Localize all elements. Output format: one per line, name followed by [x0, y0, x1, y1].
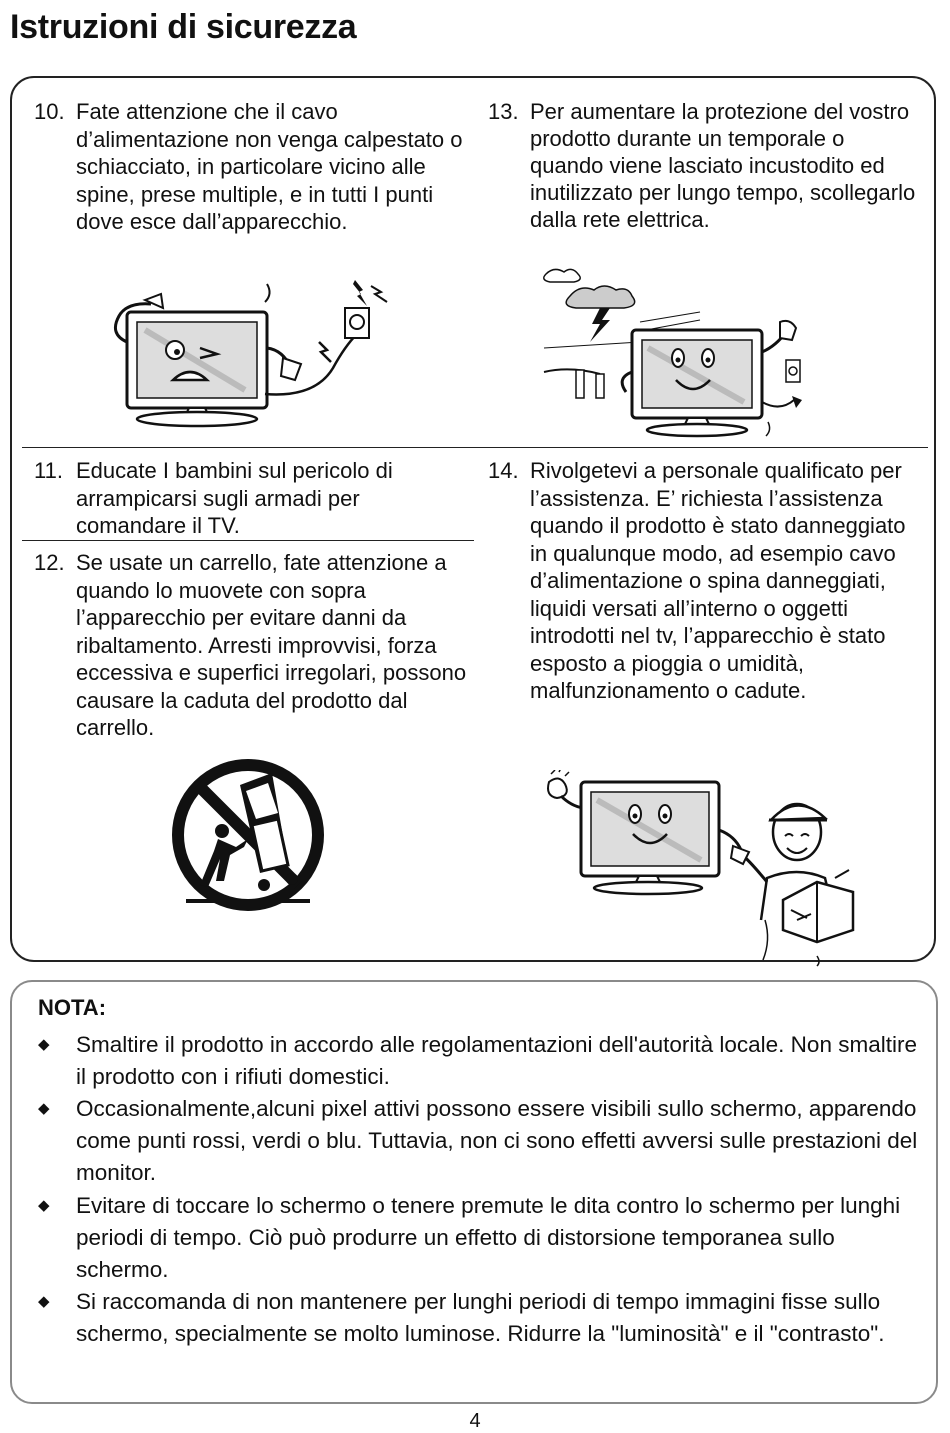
diamond-bullet-icon: ◆: [38, 1293, 50, 1310]
safety-item-13: 13. Per aumentare la protezione del vost…: [488, 98, 918, 233]
item-divider: [22, 540, 474, 541]
tv-service-technician-illustration: [547, 770, 855, 967]
safety-item-10: 10. Fate attenzione che il cavo d’alimen…: [34, 98, 464, 236]
safety-item-11: 11. Educate I bambini sul pericolo di ar…: [34, 457, 464, 540]
note-box: [10, 980, 938, 1404]
note-bullet-text: Si raccomanda di non mantenere per lungh…: [76, 1289, 885, 1346]
no-cart-tipping-icon: [172, 759, 324, 911]
tv-storm-unplug-illustration: [543, 268, 802, 438]
item-number: 13.: [488, 99, 519, 124]
page-number: 4: [469, 1410, 481, 1432]
safety-instructions-box: [10, 76, 936, 962]
page-title: Istruzioni di sicurezza: [10, 8, 357, 46]
note-bullet: ◆ Smaltire il prodotto in accordo alle r…: [38, 1029, 918, 1093]
safety-item-14: 14. Rivolgetevi a personale qualificato …: [488, 457, 918, 705]
item-text: Per aumentare la protezione del vostro p…: [530, 99, 916, 232]
section-divider: [22, 447, 928, 448]
item-text: Educate I bambini sul pericolo di arramp…: [76, 458, 393, 538]
diamond-bullet-icon: ◆: [38, 1036, 50, 1053]
item-text: Se usate un carrello, fate attenzione a …: [76, 550, 467, 740]
note-bullet-text: Smaltire il prodotto in accordo alle reg…: [76, 1032, 917, 1089]
item-number: 11.: [34, 458, 63, 483]
note-bullet-text: Evitare di toccare lo schermo o tenere p…: [76, 1193, 901, 1282]
tv-cable-stepped-illustration: [113, 280, 388, 428]
safety-item-12: 12. Se usate un carrello, fate attenzion…: [34, 549, 474, 742]
note-bullet: ◆ Occasionalmente,alcuni pixel attivi po…: [38, 1093, 918, 1189]
note-bullet-text: Occasionalmente,alcuni pixel attivi poss…: [76, 1096, 918, 1185]
item-number: 14.: [488, 458, 519, 483]
note-bullet: ◆ Evitare di toccare lo schermo o tenere…: [38, 1190, 918, 1286]
diamond-bullet-icon: ◆: [38, 1197, 50, 1214]
diamond-bullet-icon: ◆: [38, 1100, 50, 1117]
item-number: 10.: [34, 99, 65, 124]
note-title: NOTA:: [38, 995, 107, 1020]
item-number: 12.: [34, 550, 65, 575]
item-text: Rivolgetevi a personale qualificato per …: [530, 458, 906, 703]
item-text: Fate attenzione che il cavo d’alimentazi…: [76, 99, 463, 234]
note-bullet: ◆ Si raccomanda di non mantenere per lun…: [38, 1286, 918, 1350]
